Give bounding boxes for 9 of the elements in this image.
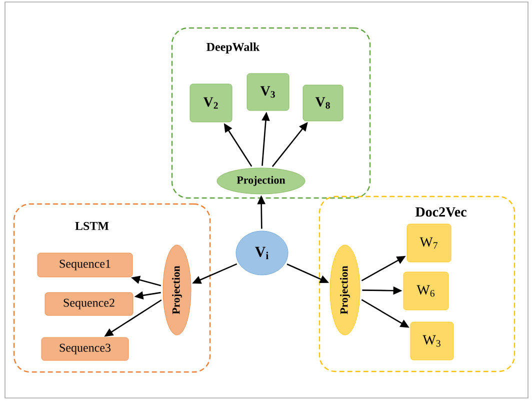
vector-box: V$_{3}$ bbox=[246, 73, 290, 111]
vector-box: W$_{7}$ bbox=[406, 224, 452, 262]
sequence-box: Sequence1 bbox=[37, 252, 133, 278]
sequence-box: Sequence2 bbox=[44, 292, 134, 316]
vector-box: V$_{2}$ bbox=[190, 84, 232, 122]
vector-box: V$_{8}$ bbox=[302, 84, 344, 122]
vector-box: W$_{6}$ bbox=[403, 272, 449, 310]
sequence-box: Sequence3 bbox=[41, 337, 129, 361]
vector-box: W$_{3}$ bbox=[410, 322, 454, 360]
